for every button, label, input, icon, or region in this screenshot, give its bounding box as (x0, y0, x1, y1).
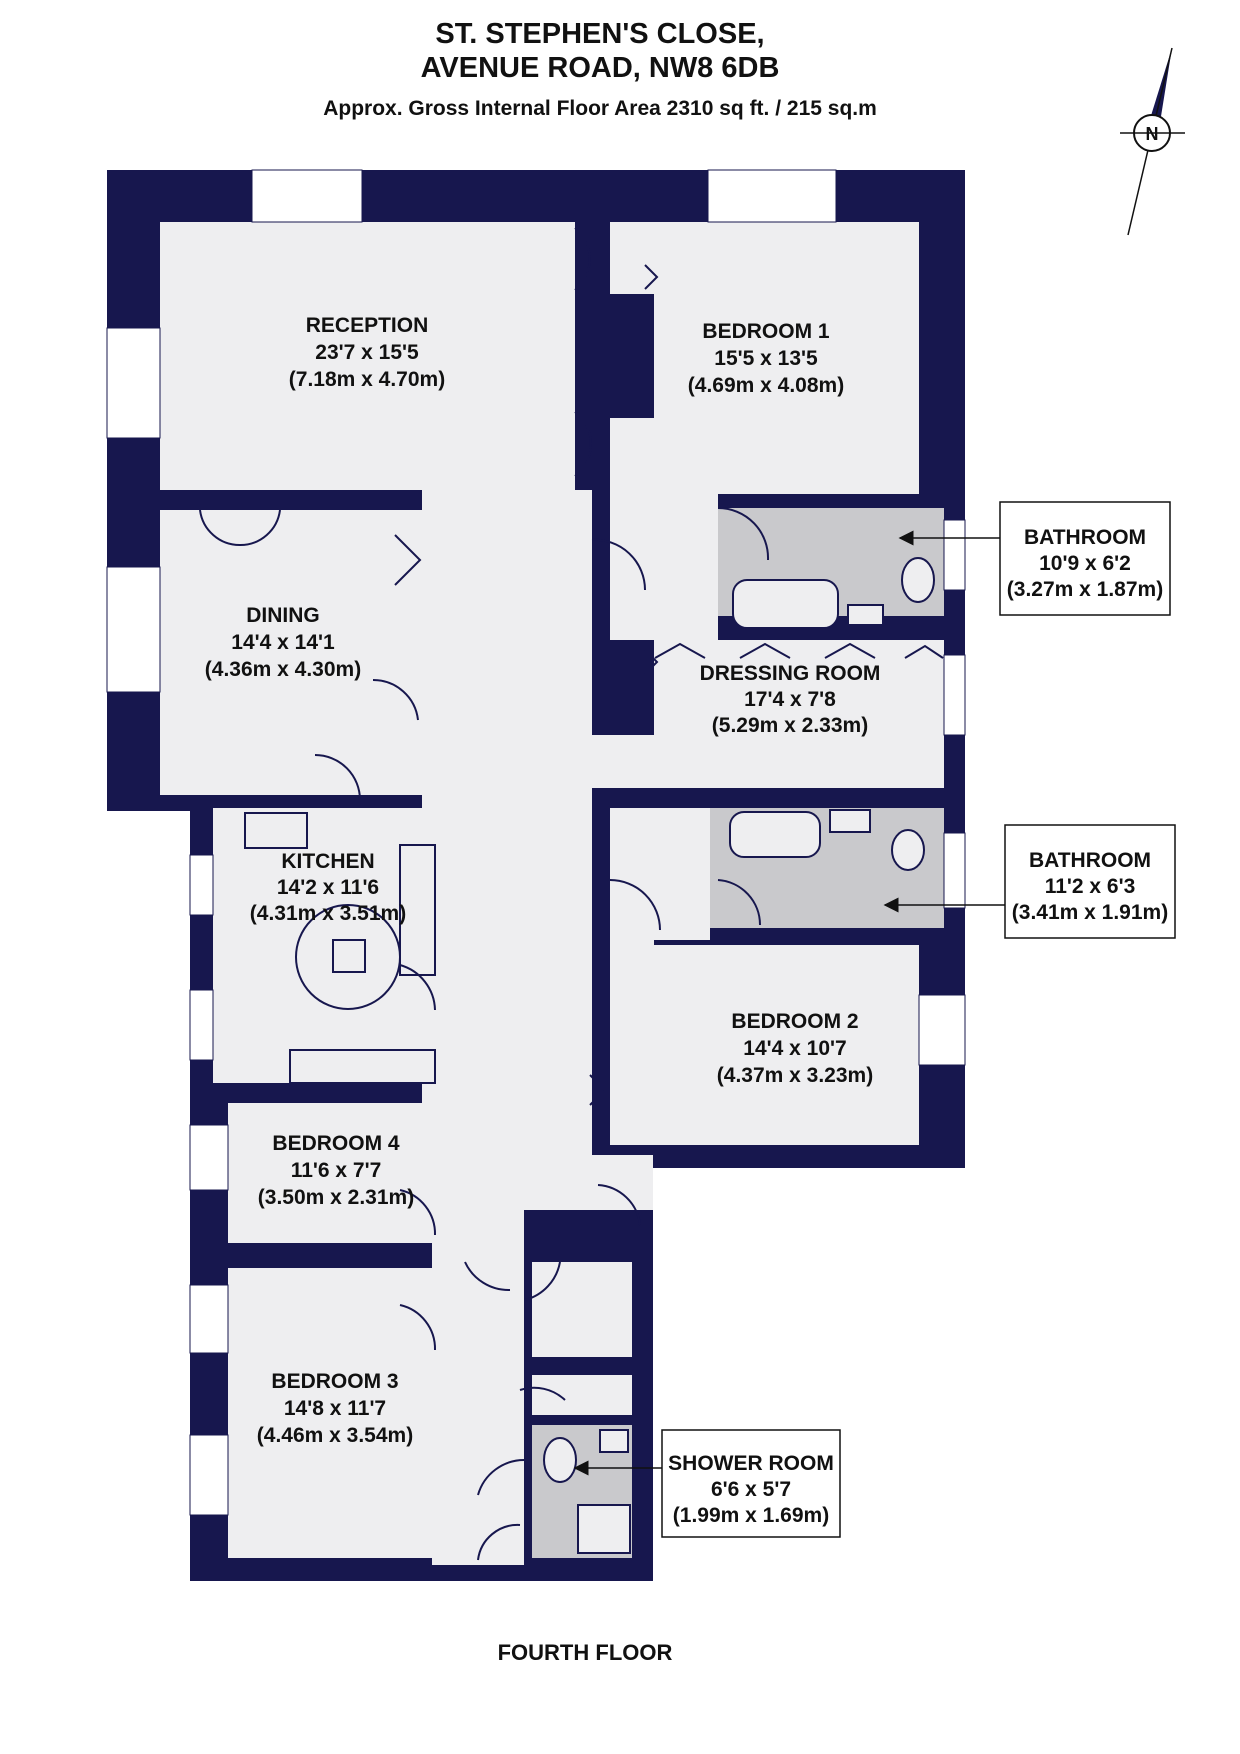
bedroom-2-imperial: 14'4 x 10'7 (743, 1037, 846, 1060)
window-reception-top (251, 169, 363, 223)
kitchen-worktop (289, 1049, 436, 1084)
compass-letter: N (1146, 124, 1159, 144)
room-labels: RECEPTION 23'7 x 15'5 (7.18m x 4.70m) BE… (205, 314, 881, 1447)
callout-box-bathroom-1 (999, 501, 1171, 616)
toilet-3 (543, 1437, 577, 1483)
dining-imperial: 14'4 x 14'1 (231, 631, 335, 654)
kitchen-sink (244, 812, 308, 849)
basin-3 (599, 1429, 629, 1453)
window-reception-left (106, 327, 161, 439)
dressing-room-imperial: 17'4 x 7'8 (744, 688, 836, 711)
callout-boxes (661, 501, 1176, 1538)
bedroom-2-name: BEDROOM 2 (731, 1010, 858, 1033)
reception-metric: (7.18m x 4.70m) (289, 368, 445, 391)
title-line-2: AVENUE ROAD, NW8 6DB (420, 52, 780, 84)
bathroom-2-imperial: 11'2 x 6'3 (1045, 875, 1136, 898)
kitchen-metric: (4.31m x 3.51m) (250, 902, 406, 925)
window-dressing (943, 654, 966, 736)
window-bedroom2 (918, 994, 966, 1066)
basin-2 (829, 809, 871, 833)
shower-tray (577, 1504, 631, 1554)
bedroom-3-name: BEDROOM 3 (271, 1370, 398, 1393)
room-floors (160, 222, 944, 1565)
window-bathroom2 (943, 832, 966, 909)
bedroom-2-metric: (4.37m x 3.23m) (717, 1064, 873, 1087)
bathroom-1-metric: (3.27m x 1.87m) (1007, 578, 1163, 601)
bath-1 (732, 579, 839, 629)
bedroom-4-floor (228, 1103, 435, 1243)
bathroom-1-imperial: 10'9 x 6'2 (1039, 552, 1131, 575)
bedroom-1-metric: (4.69m x 4.08m) (688, 374, 844, 397)
window-kitchen-2 (189, 989, 214, 1061)
shower-room-imperial: 6'6 x 5'7 (711, 1478, 791, 1501)
floor-area-text: Approx. Gross Internal Floor Area 2310 s… (323, 97, 877, 120)
reception-name: RECEPTION (306, 314, 429, 337)
window-bedroom1-top (707, 169, 837, 223)
callout-box-shower (661, 1429, 841, 1538)
window-bedroom4 (189, 1124, 229, 1191)
window-bedroom3-1 (189, 1284, 229, 1354)
dressing-room-name: DRESSING ROOM (700, 662, 881, 685)
bedroom-2-floor (654, 945, 919, 1145)
bedroom-1-floor (654, 222, 919, 494)
toilet-1 (901, 557, 935, 603)
bedroom-3-floor (228, 1268, 435, 1558)
hob (332, 939, 366, 973)
dining-metric: (4.36m x 4.30m) (205, 658, 361, 681)
bathroom-1-name: BATHROOM (1024, 526, 1146, 549)
dining-floor (160, 510, 422, 795)
bedroom-1-imperial: 15'5 x 13'5 (714, 347, 818, 370)
callout-labels: BATHROOM 10'9 x 6'2 (3.27m x 1.87m) BATH… (668, 526, 1168, 1527)
dressing-room-floor (654, 640, 944, 788)
bedroom-4-imperial: 11'6 x 7'7 (291, 1159, 382, 1182)
bedroom-4-name: BEDROOM 4 (272, 1132, 400, 1155)
basin-1 (847, 604, 884, 626)
north-compass: N (1120, 47, 1185, 236)
callout-leaders (573, 530, 1005, 1476)
reception-floor (160, 222, 575, 490)
callout-box-bathroom-2 (1004, 824, 1176, 939)
dressing-room-metric: (5.29m x 2.33m) (712, 714, 868, 737)
fixtures (244, 557, 935, 1554)
window-bedroom3-2 (189, 1434, 229, 1516)
bath-2 (729, 811, 821, 858)
compass-needle (1145, 48, 1172, 135)
bathroom-2-metric: (3.41m x 1.91m) (1012, 901, 1168, 924)
kitchen-name: KITCHEN (281, 850, 374, 873)
door-swings (199, 227, 944, 1561)
window-kitchen-1 (189, 854, 214, 916)
window-dining-left (106, 566, 161, 693)
windows (106, 169, 966, 1516)
hallway (422, 490, 592, 1210)
dining-name: DINING (246, 604, 320, 627)
bedroom-3-imperial: 14'8 x 11'7 (284, 1397, 386, 1420)
shower-room-metric: (1.99m x 1.69m) (673, 1504, 829, 1527)
reception-imperial: 23'7 x 15'5 (315, 341, 419, 364)
shower-room-name: SHOWER ROOM (668, 1452, 834, 1475)
bedroom-4-metric: (3.50m x 2.31m) (258, 1186, 414, 1209)
lower-hallway (432, 1210, 524, 1565)
bedroom-3-metric: (4.46m x 3.54m) (257, 1424, 413, 1447)
window-bathroom1 (943, 519, 966, 591)
kitchen-imperial: 14'2 x 11'6 (277, 876, 379, 899)
toilet-2 (891, 829, 925, 871)
bedroom-1-name: BEDROOM 1 (702, 320, 830, 343)
floor-name: FOURTH FLOOR (497, 1640, 673, 1665)
kitchen-counter (399, 844, 436, 976)
title-line-1: ST. STEPHEN'S CLOSE, (435, 18, 765, 50)
bathroom-2-name: BATHROOM (1029, 849, 1151, 872)
